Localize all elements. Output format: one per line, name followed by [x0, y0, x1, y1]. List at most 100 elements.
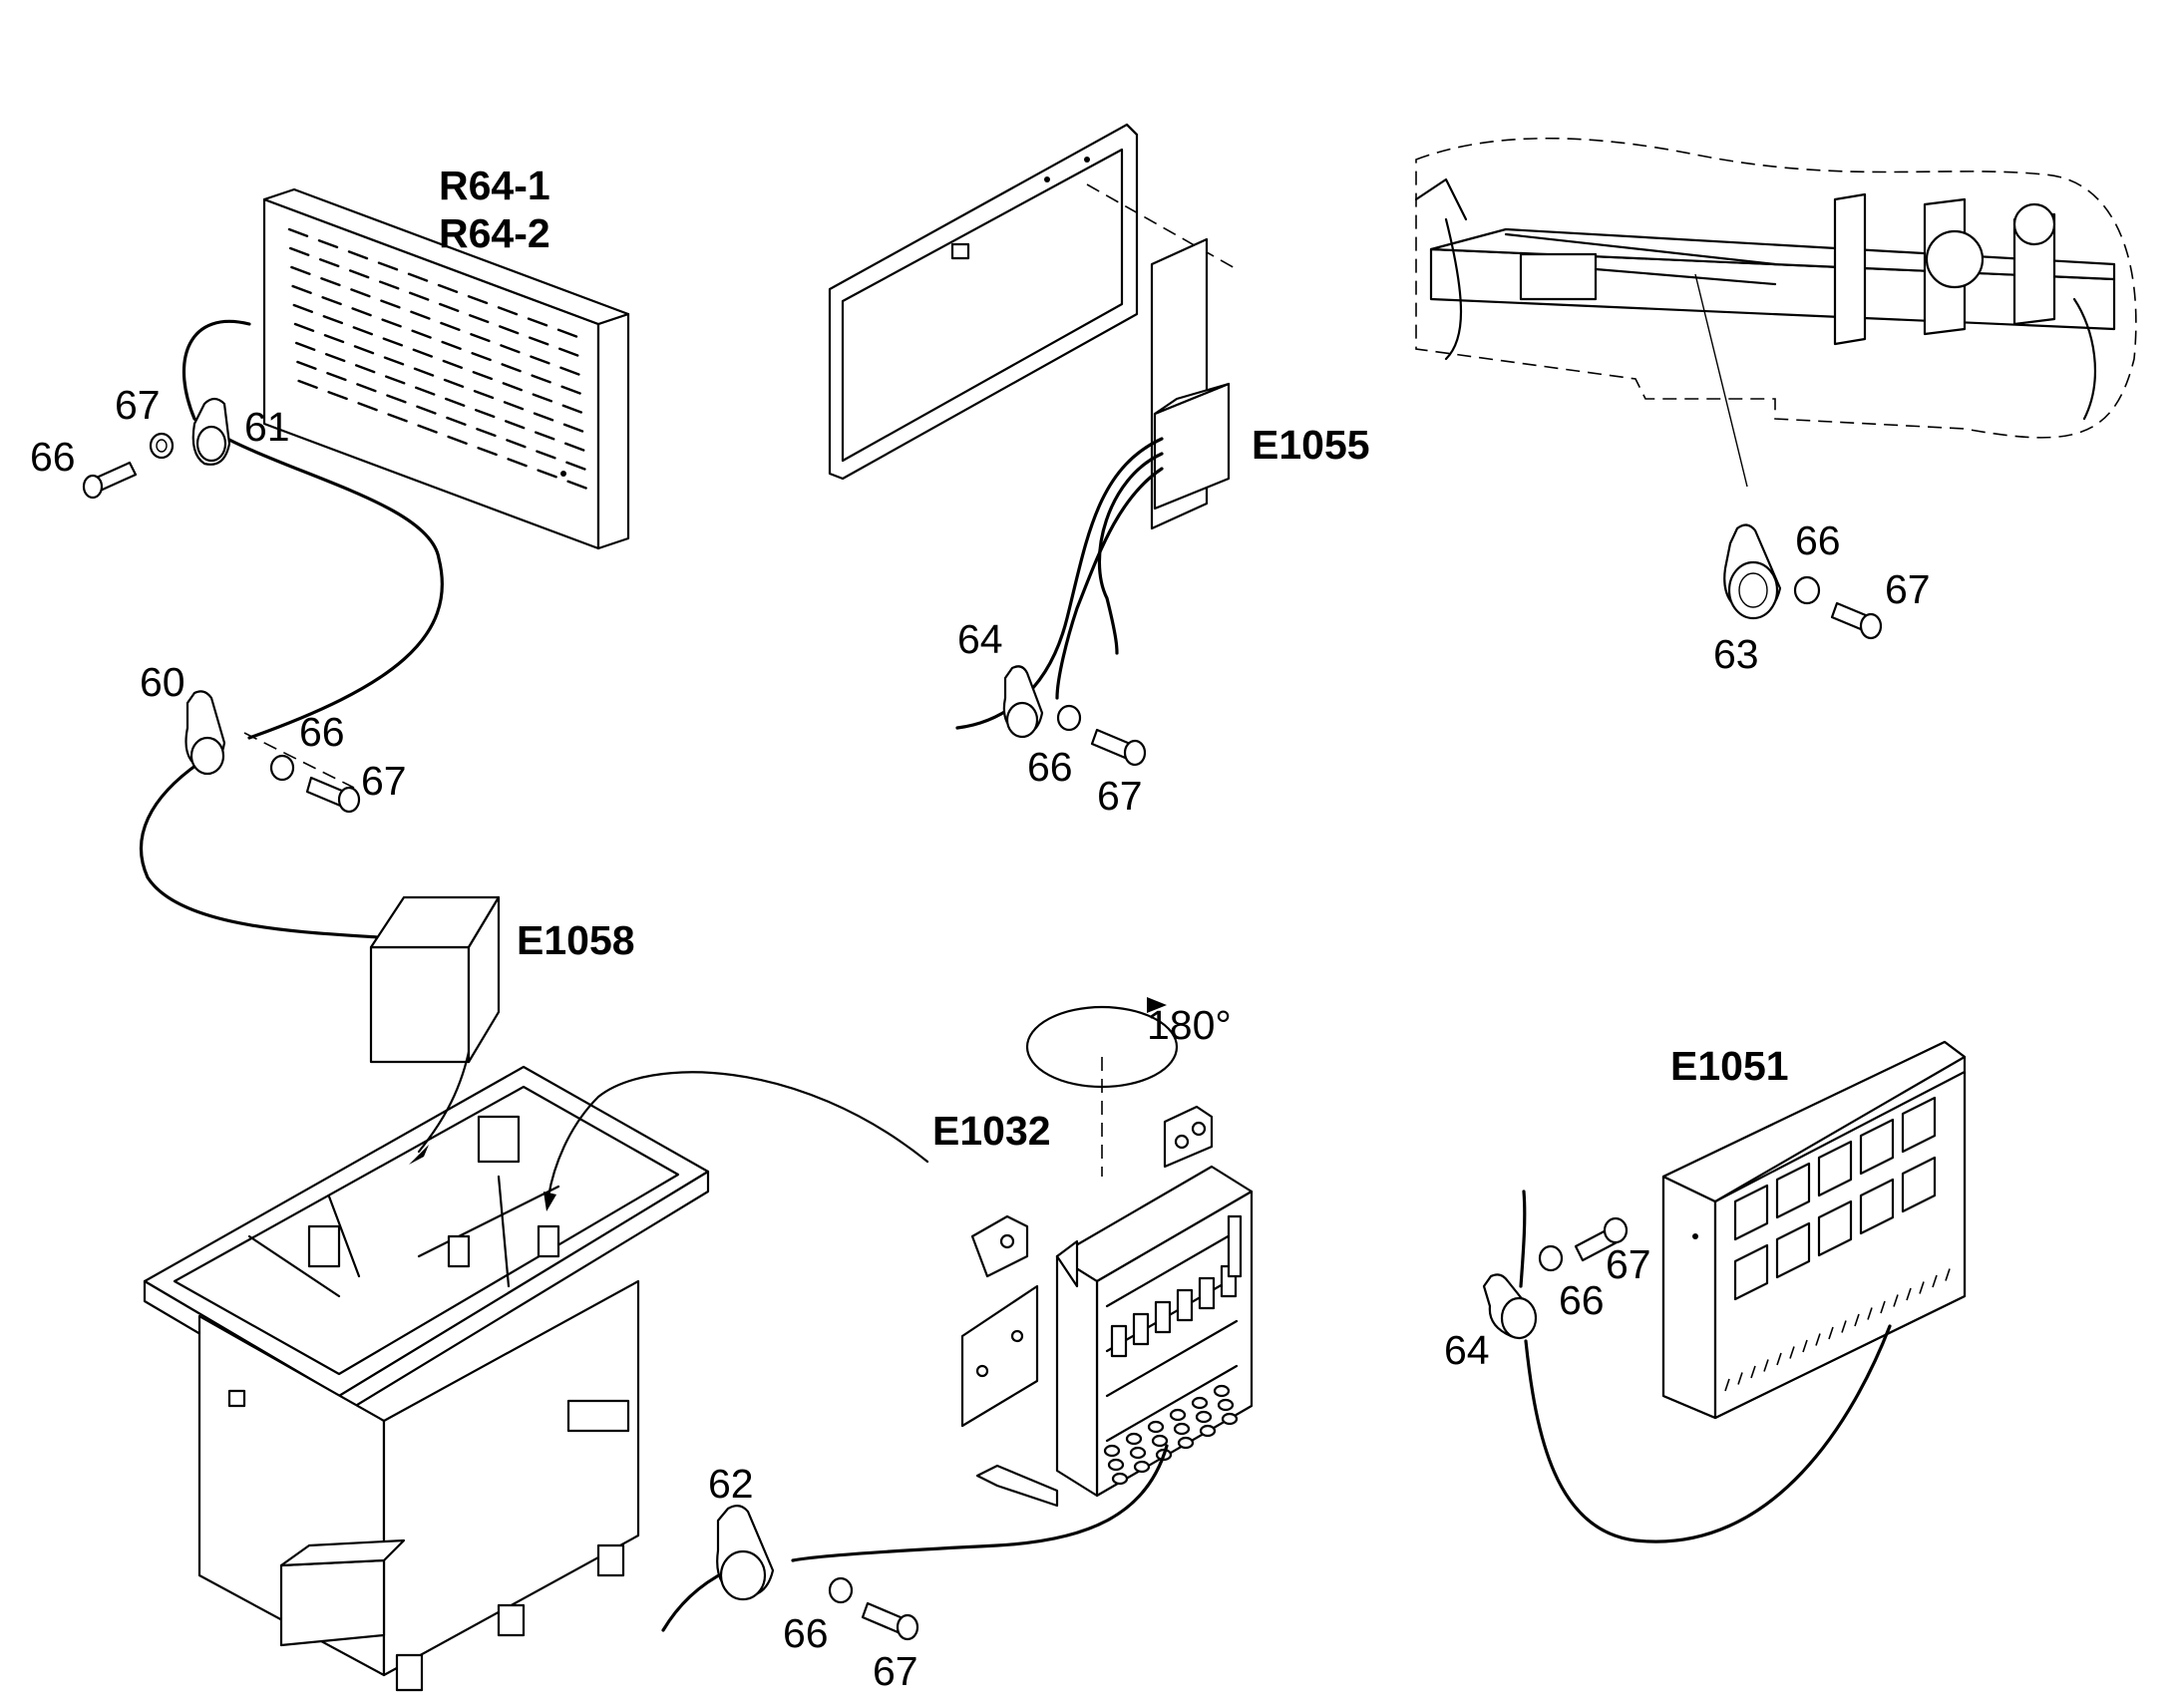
terminal-strip: [1854, 1313, 1860, 1327]
label-bc-66: 66: [783, 1610, 829, 1656]
cable-gland: [1151, 1434, 1169, 1448]
cable-gland: [1221, 1412, 1239, 1426]
grille-slot: [411, 329, 432, 339]
grille-slot: [380, 299, 401, 309]
din-rail: [1105, 1319, 1239, 1398]
grille-slot: [560, 385, 581, 395]
cable-gland: [1107, 1458, 1125, 1472]
grille-slot: [477, 447, 498, 457]
label-ml-66: 66: [299, 709, 345, 755]
grille-slot: [561, 404, 582, 414]
cable-e1032: [791, 1444, 1169, 1562]
relay: [1901, 1156, 1937, 1213]
grille-slot: [507, 458, 528, 468]
grille-slot: [326, 372, 347, 382]
relay-box-e1051: [1661, 1040, 1967, 1420]
label-br-67: 67: [1606, 1241, 1651, 1287]
din-rail: [1105, 1364, 1239, 1443]
cable-gland: [1213, 1384, 1231, 1398]
grille-slot: [500, 344, 521, 354]
relay: [1775, 1162, 1811, 1219]
din-rail: [1105, 1229, 1239, 1308]
grille-slot: [437, 283, 459, 293]
label-br-66: 66: [1559, 1277, 1605, 1323]
grille-slot: [353, 345, 375, 355]
grille-slot: [416, 405, 437, 415]
cable-e1055-c: [1055, 467, 1164, 700]
label-tc-64: 64: [957, 616, 1003, 662]
terminal-strip: [1815, 1333, 1821, 1346]
grille-slot: [562, 423, 584, 433]
cable-gland: [1111, 1472, 1129, 1486]
grille-slot: [381, 318, 402, 328]
terminal-strip: [1932, 1274, 1938, 1288]
clamp-64-bottom-assembly: [1482, 1216, 1629, 1340]
grille-slot: [317, 238, 339, 249]
label-r64-2: R64-2: [439, 210, 550, 256]
board-e1055: [1150, 237, 1231, 530]
grille-slot: [564, 442, 585, 452]
terminal-strip: [1789, 1346, 1795, 1359]
clamp-64-top-assembly: [1002, 665, 1147, 767]
cable-e1055-a: [955, 437, 1164, 730]
arrow-e1032-insert: [546, 1071, 929, 1198]
grille-slot: [535, 431, 555, 441]
grille-slot: [497, 306, 519, 316]
breaker: [1132, 1312, 1150, 1346]
grille-slot: [556, 328, 578, 338]
grille-slot: [505, 420, 526, 430]
grille-slot: [467, 295, 489, 305]
label-e1032: E1032: [932, 1108, 1051, 1154]
grille-slot: [537, 469, 557, 479]
grille-slot: [472, 371, 493, 381]
label-e1051: E1051: [1670, 1043, 1789, 1089]
grille-slot: [441, 340, 462, 350]
relay: [1775, 1221, 1811, 1279]
grille-slot: [377, 261, 399, 271]
grille-slot: [447, 435, 468, 445]
grille-slot: [476, 428, 497, 438]
label-tl-66: 66: [30, 434, 76, 480]
grille-slot: [386, 394, 407, 404]
terminal-strip: [1802, 1339, 1808, 1353]
label-ml-67: 67: [361, 758, 407, 804]
terminal-strip: [1750, 1365, 1756, 1379]
grille-slot: [475, 409, 496, 419]
grille-slot: [442, 359, 463, 369]
relay: [1859, 1178, 1895, 1235]
grille-slot: [415, 386, 436, 396]
grille-slot: [417, 424, 438, 434]
grille-slot: [471, 352, 492, 362]
grille-slot: [295, 341, 316, 351]
label-bc-62: 62: [708, 1461, 754, 1507]
grille-slot: [533, 412, 554, 422]
grille-slot: [292, 303, 313, 313]
grille-slot: [323, 334, 345, 344]
grille-slot: [531, 374, 551, 384]
grille-slot: [357, 402, 378, 412]
cable-gland: [1133, 1460, 1151, 1474]
grille-slot: [320, 277, 341, 287]
grille-slot: [350, 288, 371, 298]
grille-slot: [558, 347, 579, 357]
electrical-box-e1032: [960, 997, 1254, 1508]
grille-slot: [413, 367, 435, 377]
grille-slot: [503, 401, 525, 411]
cabinet-base: [143, 1065, 710, 1692]
grille-slot: [349, 269, 370, 279]
clamp-63-assembly: [1723, 523, 1883, 640]
grille-slot: [506, 439, 527, 449]
terminal-strip: [1763, 1359, 1769, 1372]
label-e1058: E1058: [517, 917, 635, 963]
grille-slot: [321, 296, 342, 306]
grille-slot: [532, 393, 552, 403]
grille-slot: [351, 307, 372, 317]
label-tr-63: 63: [1713, 631, 1759, 677]
grille-slot: [289, 246, 310, 256]
cable-gland: [1103, 1444, 1121, 1458]
grille-slot: [347, 250, 369, 260]
grille-slot: [296, 360, 317, 370]
label-tl-67: 67: [115, 382, 161, 428]
terminal-strip: [1945, 1268, 1951, 1281]
